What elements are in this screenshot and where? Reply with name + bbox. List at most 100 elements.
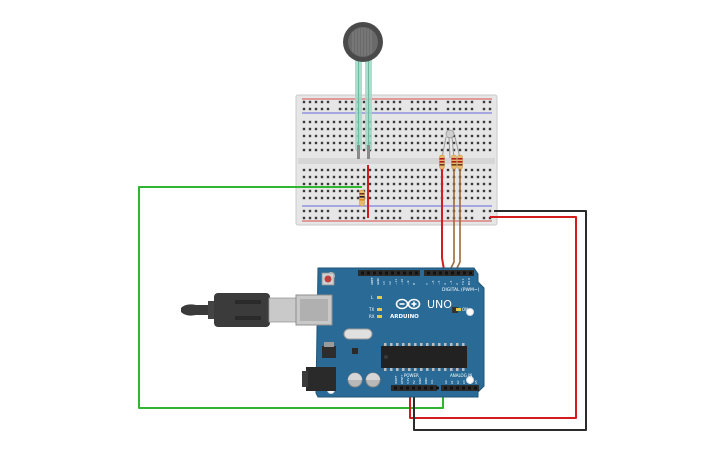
breadboard-hole[interactable]	[332, 189, 336, 193]
header-pin[interactable]	[474, 386, 477, 390]
breadboard-hole[interactable]	[326, 141, 330, 145]
breadboard-hole[interactable]	[428, 216, 432, 220]
breadboard-hole[interactable]	[320, 120, 324, 124]
header-pin[interactable]	[394, 386, 397, 390]
breadboard-hole[interactable]	[338, 141, 342, 145]
breadboard-hole[interactable]	[470, 168, 474, 172]
breadboard-hole[interactable]	[350, 148, 354, 152]
breadboard-hole[interactable]	[440, 120, 444, 124]
breadboard-hole[interactable]	[374, 182, 378, 186]
breadboard-hole[interactable]	[392, 134, 396, 138]
breadboard-hole[interactable]	[410, 196, 414, 200]
breadboard-hole[interactable]	[464, 196, 468, 200]
breadboard-hole[interactable]	[404, 141, 408, 145]
breadboard-hole[interactable]	[410, 134, 414, 138]
breadboard-hole[interactable]	[302, 107, 306, 111]
breadboard-hole[interactable]	[362, 107, 366, 111]
breadboard-hole[interactable]	[422, 127, 426, 131]
breadboard-hole[interactable]	[470, 196, 474, 200]
breadboard-hole[interactable]	[404, 134, 408, 138]
breadboard-hole[interactable]	[380, 134, 384, 138]
breadboard-hole[interactable]	[320, 148, 324, 152]
breadboard-hole[interactable]	[314, 134, 318, 138]
breadboard-hole[interactable]	[392, 120, 396, 124]
breadboard-hole[interactable]	[470, 189, 474, 193]
breadboard-hole[interactable]	[386, 175, 390, 179]
breadboard-hole[interactable]	[458, 134, 462, 138]
breadboard-hole[interactable]	[440, 141, 444, 145]
breadboard-hole[interactable]	[386, 100, 390, 104]
breadboard-hole[interactable]	[374, 120, 378, 124]
breadboard-hole[interactable]	[350, 209, 354, 213]
header-pin[interactable]	[361, 271, 364, 275]
breadboard-hole[interactable]	[422, 216, 426, 220]
breadboard-hole[interactable]	[476, 141, 480, 145]
header-pin[interactable]	[457, 271, 460, 275]
breadboard-hole[interactable]	[416, 168, 420, 172]
breadboard-hole[interactable]	[338, 107, 342, 111]
breadboard-hole[interactable]	[428, 175, 432, 179]
breadboard-hole[interactable]	[380, 120, 384, 124]
breadboard-hole[interactable]	[392, 216, 396, 220]
header-pin[interactable]	[445, 271, 448, 275]
breadboard-hole[interactable]	[404, 127, 408, 131]
breadboard-hole[interactable]	[434, 216, 438, 220]
breadboard-hole[interactable]	[470, 107, 474, 111]
header-pin[interactable]	[430, 386, 433, 390]
breadboard-hole[interactable]	[404, 120, 408, 124]
breadboard-hole[interactable]	[416, 189, 420, 193]
breadboard-hole[interactable]	[338, 100, 342, 104]
header-pin[interactable]	[436, 386, 439, 390]
breadboard-hole[interactable]	[434, 141, 438, 145]
breadboard-hole[interactable]	[380, 141, 384, 145]
breadboard-hole[interactable]	[356, 189, 360, 193]
breadboard-hole[interactable]	[392, 107, 396, 111]
breadboard-hole[interactable]	[332, 175, 336, 179]
breadboard-hole[interactable]	[422, 182, 426, 186]
breadboard-hole[interactable]	[410, 189, 414, 193]
breadboard-hole[interactable]	[488, 189, 492, 193]
breadboard-hole[interactable]	[350, 141, 354, 145]
breadboard-hole[interactable]	[470, 182, 474, 186]
breadboard-hole[interactable]	[464, 175, 468, 179]
breadboard-hole[interactable]	[344, 148, 348, 152]
breadboard-hole[interactable]	[338, 196, 342, 200]
breadboard-hole[interactable]	[350, 196, 354, 200]
breadboard-hole[interactable]	[422, 168, 426, 172]
breadboard-hole[interactable]	[326, 127, 330, 131]
header-pin[interactable]	[439, 271, 442, 275]
breadboard-hole[interactable]	[302, 100, 306, 104]
breadboard-hole[interactable]	[416, 141, 420, 145]
breadboard-hole[interactable]	[398, 127, 402, 131]
breadboard-hole[interactable]	[344, 182, 348, 186]
breadboard-hole[interactable]	[440, 127, 444, 131]
header-pin[interactable]	[385, 271, 388, 275]
breadboard-hole[interactable]	[320, 175, 324, 179]
breadboard-hole[interactable]	[488, 175, 492, 179]
breadboard-hole[interactable]	[302, 182, 306, 186]
breadboard-hole[interactable]	[482, 100, 486, 104]
breadboard-hole[interactable]	[404, 196, 408, 200]
breadboard-hole[interactable]	[482, 134, 486, 138]
header-pin[interactable]	[433, 271, 436, 275]
breadboard-hole[interactable]	[476, 168, 480, 172]
breadboard-hole[interactable]	[320, 196, 324, 200]
breadboard-hole[interactable]	[464, 182, 468, 186]
breadboard-hole[interactable]	[368, 175, 372, 179]
breadboard-hole[interactable]	[422, 120, 426, 124]
breadboard-hole[interactable]	[464, 168, 468, 172]
breadboard-hole[interactable]	[392, 148, 396, 152]
breadboard-hole[interactable]	[344, 168, 348, 172]
breadboard-hole[interactable]	[314, 189, 318, 193]
breadboard-hole[interactable]	[332, 168, 336, 172]
breadboard-hole[interactable]	[326, 148, 330, 152]
breadboard-hole[interactable]	[380, 100, 384, 104]
breadboard-hole[interactable]	[392, 127, 396, 131]
breadboard-hole[interactable]	[482, 189, 486, 193]
breadboard-hole[interactable]	[314, 120, 318, 124]
breadboard-hole[interactable]	[422, 196, 426, 200]
breadboard-hole[interactable]	[404, 148, 408, 152]
breadboard-hole[interactable]	[428, 209, 432, 213]
breadboard-hole[interactable]	[464, 209, 468, 213]
breadboard-hole[interactable]	[314, 168, 318, 172]
